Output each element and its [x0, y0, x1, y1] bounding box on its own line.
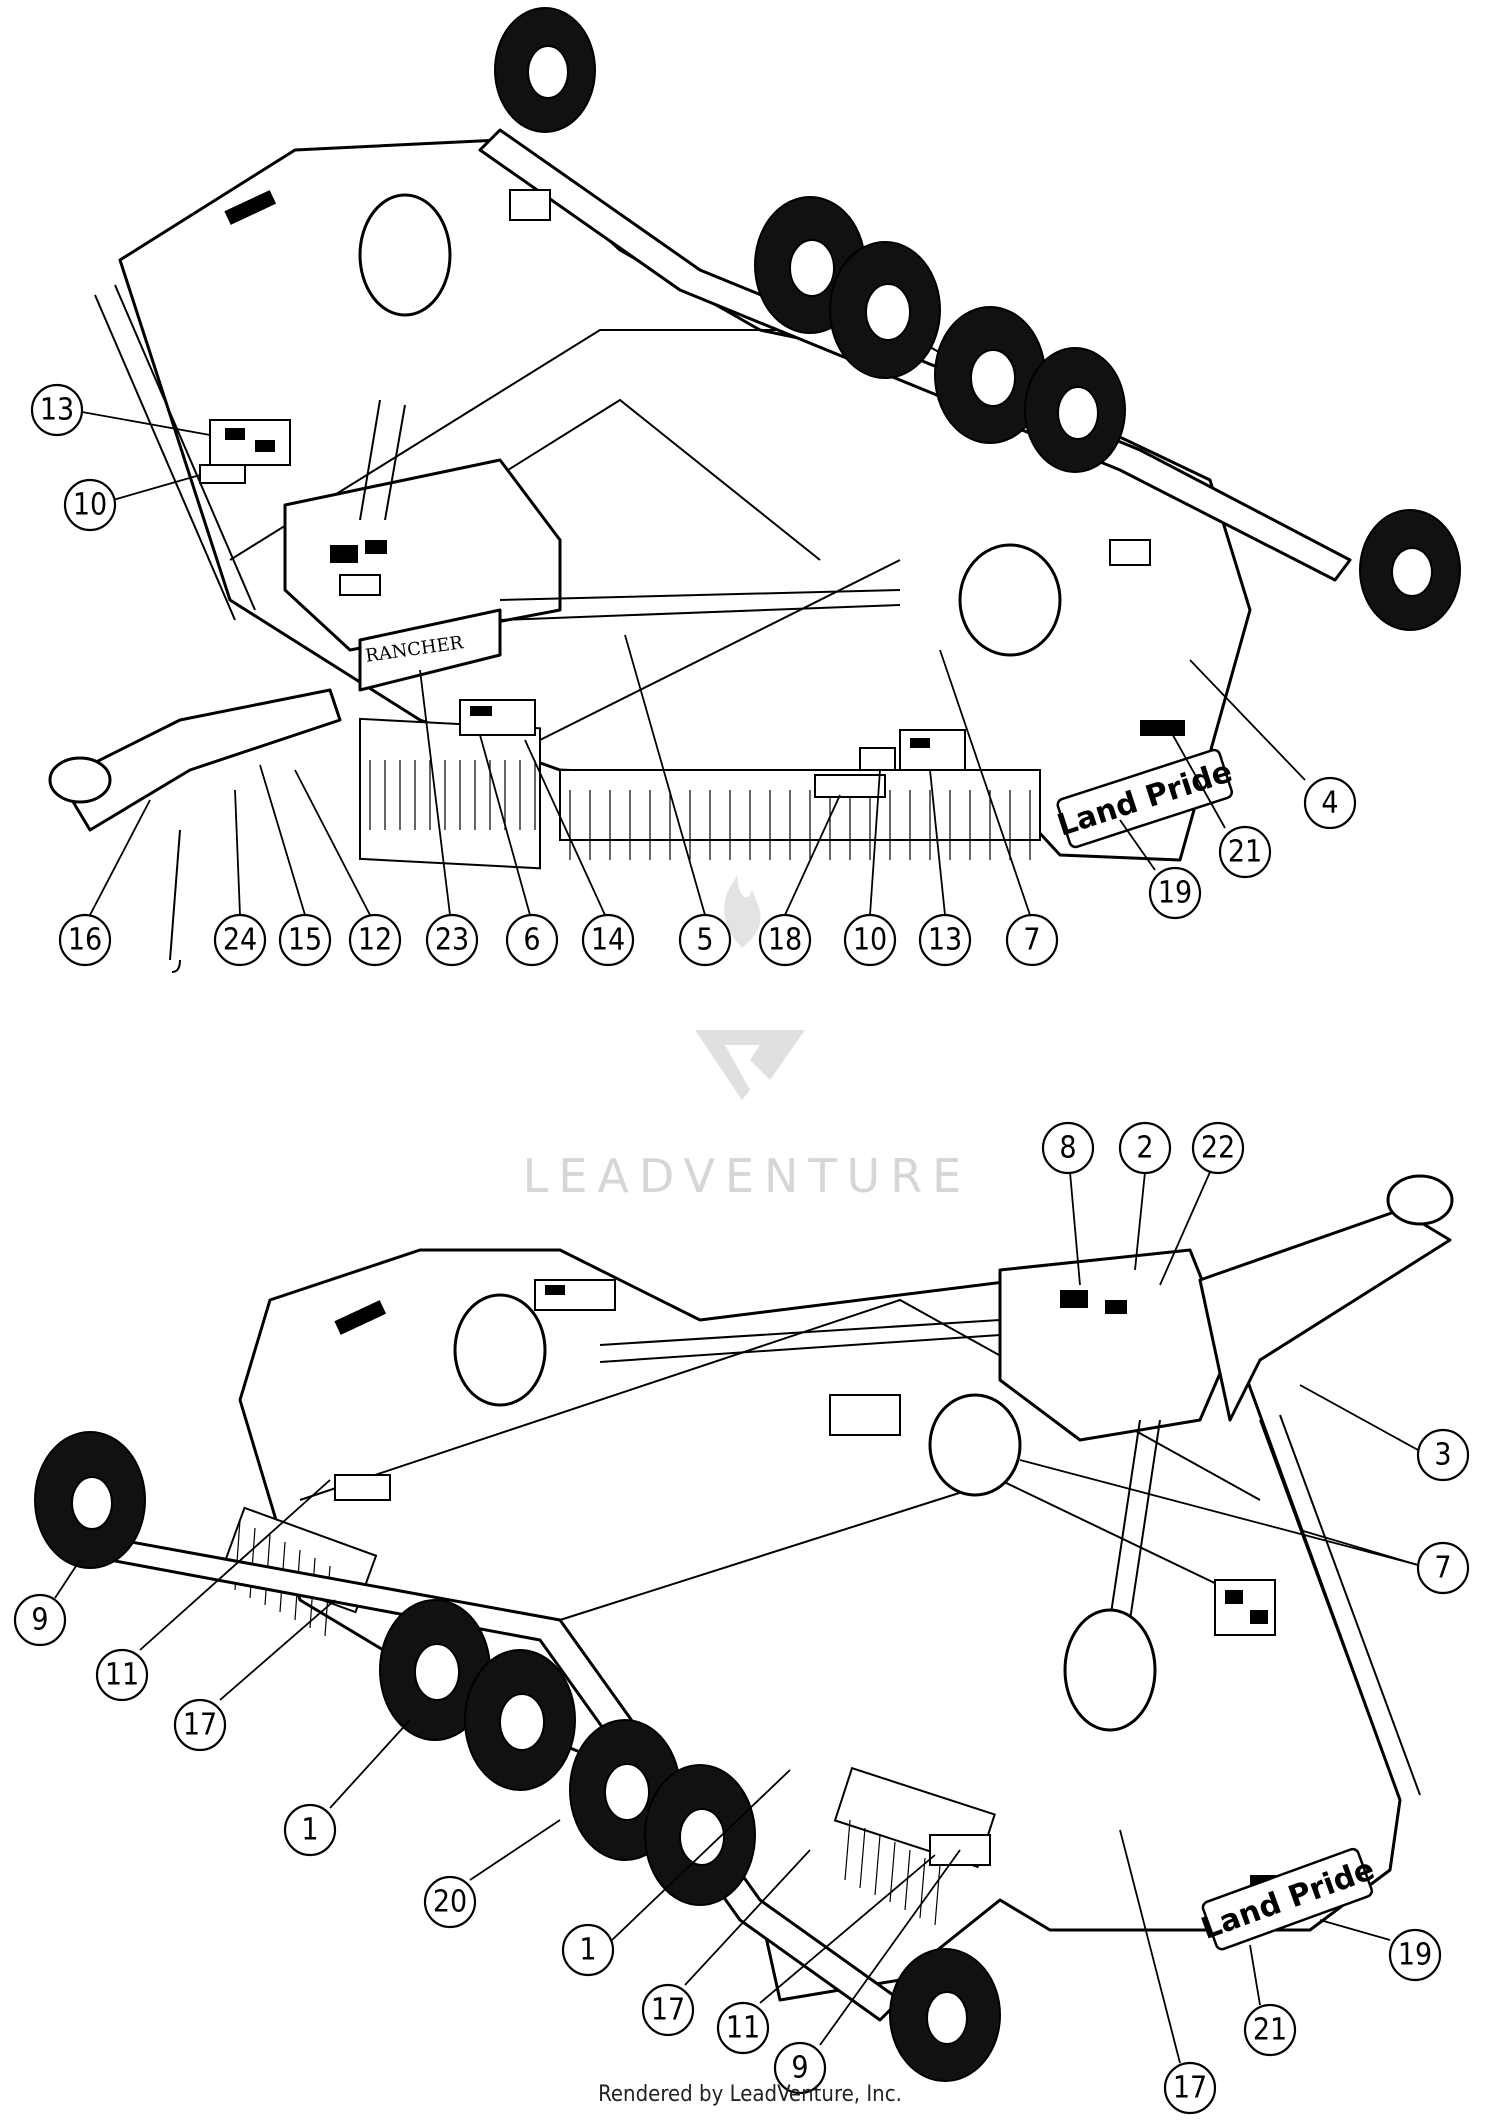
callout-11: 11 [105, 1658, 139, 1693]
top-front-chain-guard [359, 717, 1041, 870]
bottom-axle [108, 1538, 902, 2022]
bottom-deck-rib [299, 1298, 1261, 1501]
callout-3: 3 [1434, 1438, 1451, 1473]
bottom-callouts: 8 2 22 3 7 9 11 17 1 20 [13, 1121, 1470, 2115]
bottom-left-gearbox [453, 1293, 547, 1407]
callout-14: 14 [591, 923, 625, 958]
callout-9: 9 [31, 1603, 48, 1638]
watermark-text: LEADVENTURE [523, 1149, 972, 1203]
top-safety-chain [169, 829, 181, 973]
top-tongue [58, 688, 342, 832]
callout-22: 22 [1201, 1131, 1235, 1166]
callout-1: 1 [301, 1813, 318, 1848]
callout-10: 10 [73, 488, 107, 523]
bottom-front-gearbox [1063, 1608, 1157, 1732]
bottom-wheels [34, 1431, 1001, 2082]
callout-13: 13 [40, 393, 74, 428]
top-mower-illustration: RANCHER [48, 7, 1461, 973]
callout-21: 21 [1253, 2013, 1287, 2048]
callout-7: 7 [1023, 923, 1040, 958]
callout-16: 16 [68, 923, 102, 958]
callout-7: 7 [1434, 1551, 1451, 1586]
callout-10: 10 [853, 923, 887, 958]
top-left-chain-guard [94, 284, 256, 621]
bottom-decals [334, 1279, 1295, 1891]
callout-circle [30, 383, 84, 437]
bottom-driveline-left [599, 1319, 1001, 1363]
top-hitch-jack [48, 756, 112, 804]
top-wheels [494, 7, 1461, 631]
top-driveline-front [359, 399, 406, 521]
top-decals [199, 189, 1185, 771]
callout-17: 17 [1173, 2071, 1207, 2106]
callout-6: 6 [523, 923, 540, 958]
callout-17: 17 [183, 1708, 217, 1743]
callout-19: 19 [1398, 1938, 1432, 1973]
rendered-by-footer: Rendered by LeadVenture, Inc. [598, 2082, 902, 2107]
callout-23: 23 [435, 923, 469, 958]
bottom-mid-gearbox [928, 1393, 1022, 1497]
callout-8: 8 [1059, 1131, 1076, 1166]
watermark-v-icon [695, 1030, 805, 1100]
callout-15: 15 [288, 923, 322, 958]
bottom-tongue [1198, 1208, 1452, 1422]
top-callouts: 13 10 16 24 15 12 23 6 14 5 [30, 383, 1357, 967]
bottom-center-gearbox [998, 1248, 1232, 1442]
callout-24: 24 [223, 923, 257, 958]
top-center-gearbox: RANCHER [283, 458, 562, 692]
callout-13: 13 [928, 923, 962, 958]
watermark: LEADVENTURE [523, 875, 972, 1203]
callout-9: 9 [791, 2051, 808, 2086]
top-deck [118, 138, 1252, 862]
bottom-hitch-jack [1386, 1174, 1454, 1226]
callout-5: 5 [696, 923, 713, 958]
callout-4: 4 [1321, 786, 1338, 821]
top-left-gearbox [358, 193, 452, 317]
callout-12: 12 [358, 923, 392, 958]
watermark-flame-icon [724, 875, 761, 948]
callout-11: 11 [726, 2011, 760, 2046]
callout-21: 21 [1228, 835, 1262, 870]
callout-2: 2 [1136, 1131, 1153, 1166]
callout-20: 20 [433, 1885, 467, 1920]
top-deck-rib [539, 559, 901, 741]
callout-19: 19 [1158, 876, 1192, 911]
callout-18: 18 [768, 923, 802, 958]
bottom-mower-illustration: Land Pride [34, 1174, 1454, 2082]
callout-17: 17 [651, 1993, 685, 2028]
top-right-gearbox [958, 543, 1062, 657]
top-front-decal [814, 774, 886, 798]
top-driveline-right [499, 589, 901, 621]
callout-1: 1 [579, 1933, 596, 1968]
bottom-driveline-down [1109, 1419, 1161, 1621]
